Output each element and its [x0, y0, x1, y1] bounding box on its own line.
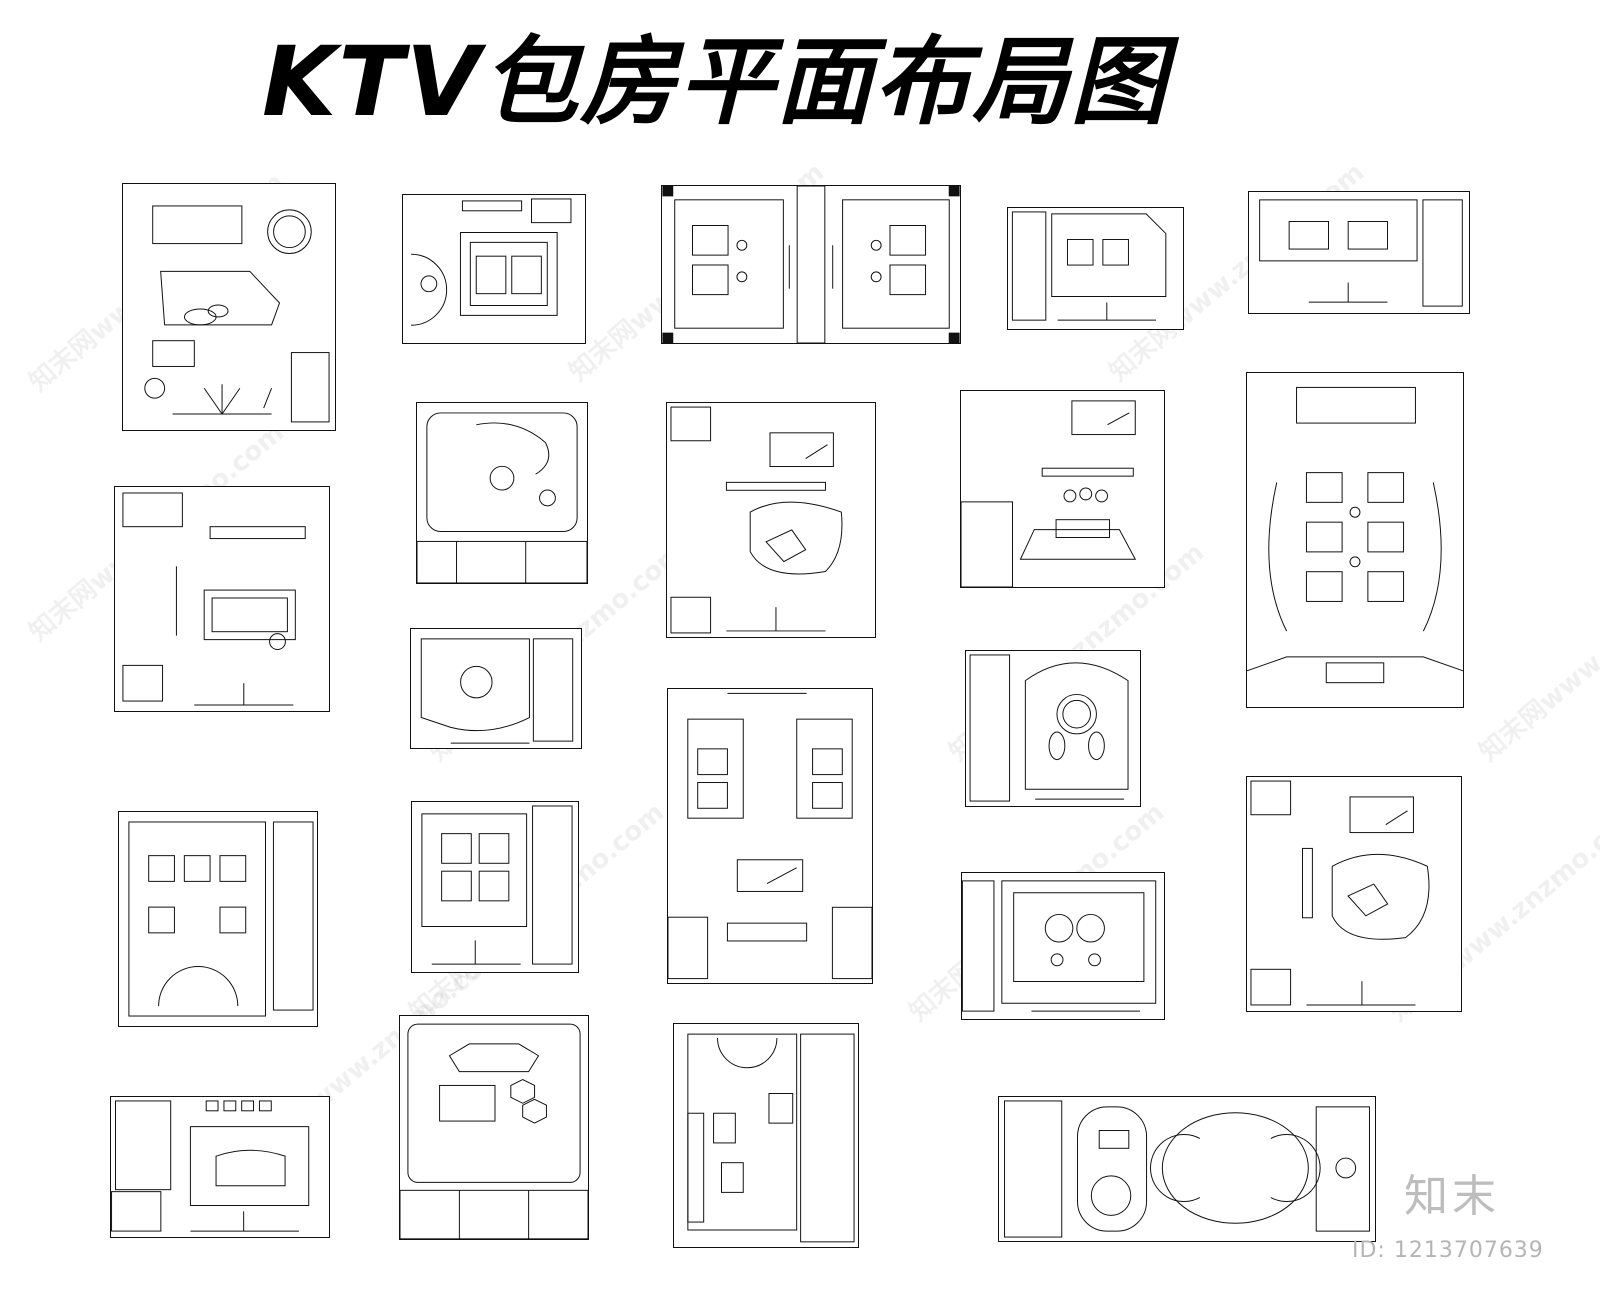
floor-plan-11 — [410, 628, 582, 749]
floor-plan-16 — [961, 872, 1165, 1020]
floor-plan-14 — [411, 801, 579, 973]
floor-plan-12 — [965, 650, 1141, 807]
page-title: KTV包房平面布局图 — [262, 26, 1169, 138]
brand-logo: 知末 — [1404, 1171, 1500, 1222]
floor-plan-17 — [1246, 776, 1462, 1012]
floor-plan-7 — [416, 402, 588, 584]
floor-plan-4 — [1007, 207, 1184, 330]
image-id: ID: 1213707639 — [1352, 1238, 1544, 1263]
floor-plan-20 — [673, 1023, 859, 1248]
floor-plan-13 — [118, 811, 318, 1027]
floor-plan-5 — [1248, 191, 1470, 314]
floor-plan-8 — [666, 402, 876, 638]
floor-plan-10 — [1246, 372, 1464, 708]
watermark: 知末网www.znzmo.com — [1473, 537, 1600, 768]
floor-plan-1 — [122, 183, 336, 431]
floor-plan-18 — [110, 1096, 330, 1238]
floor-plan-21 — [998, 1096, 1376, 1242]
floor-plan-3 — [661, 185, 961, 344]
floor-plan-15 — [667, 688, 873, 984]
floor-plan-9 — [960, 390, 1165, 588]
floor-plan-19 — [399, 1015, 589, 1240]
floor-plan-2 — [402, 194, 586, 344]
floor-plan-6 — [114, 486, 330, 712]
